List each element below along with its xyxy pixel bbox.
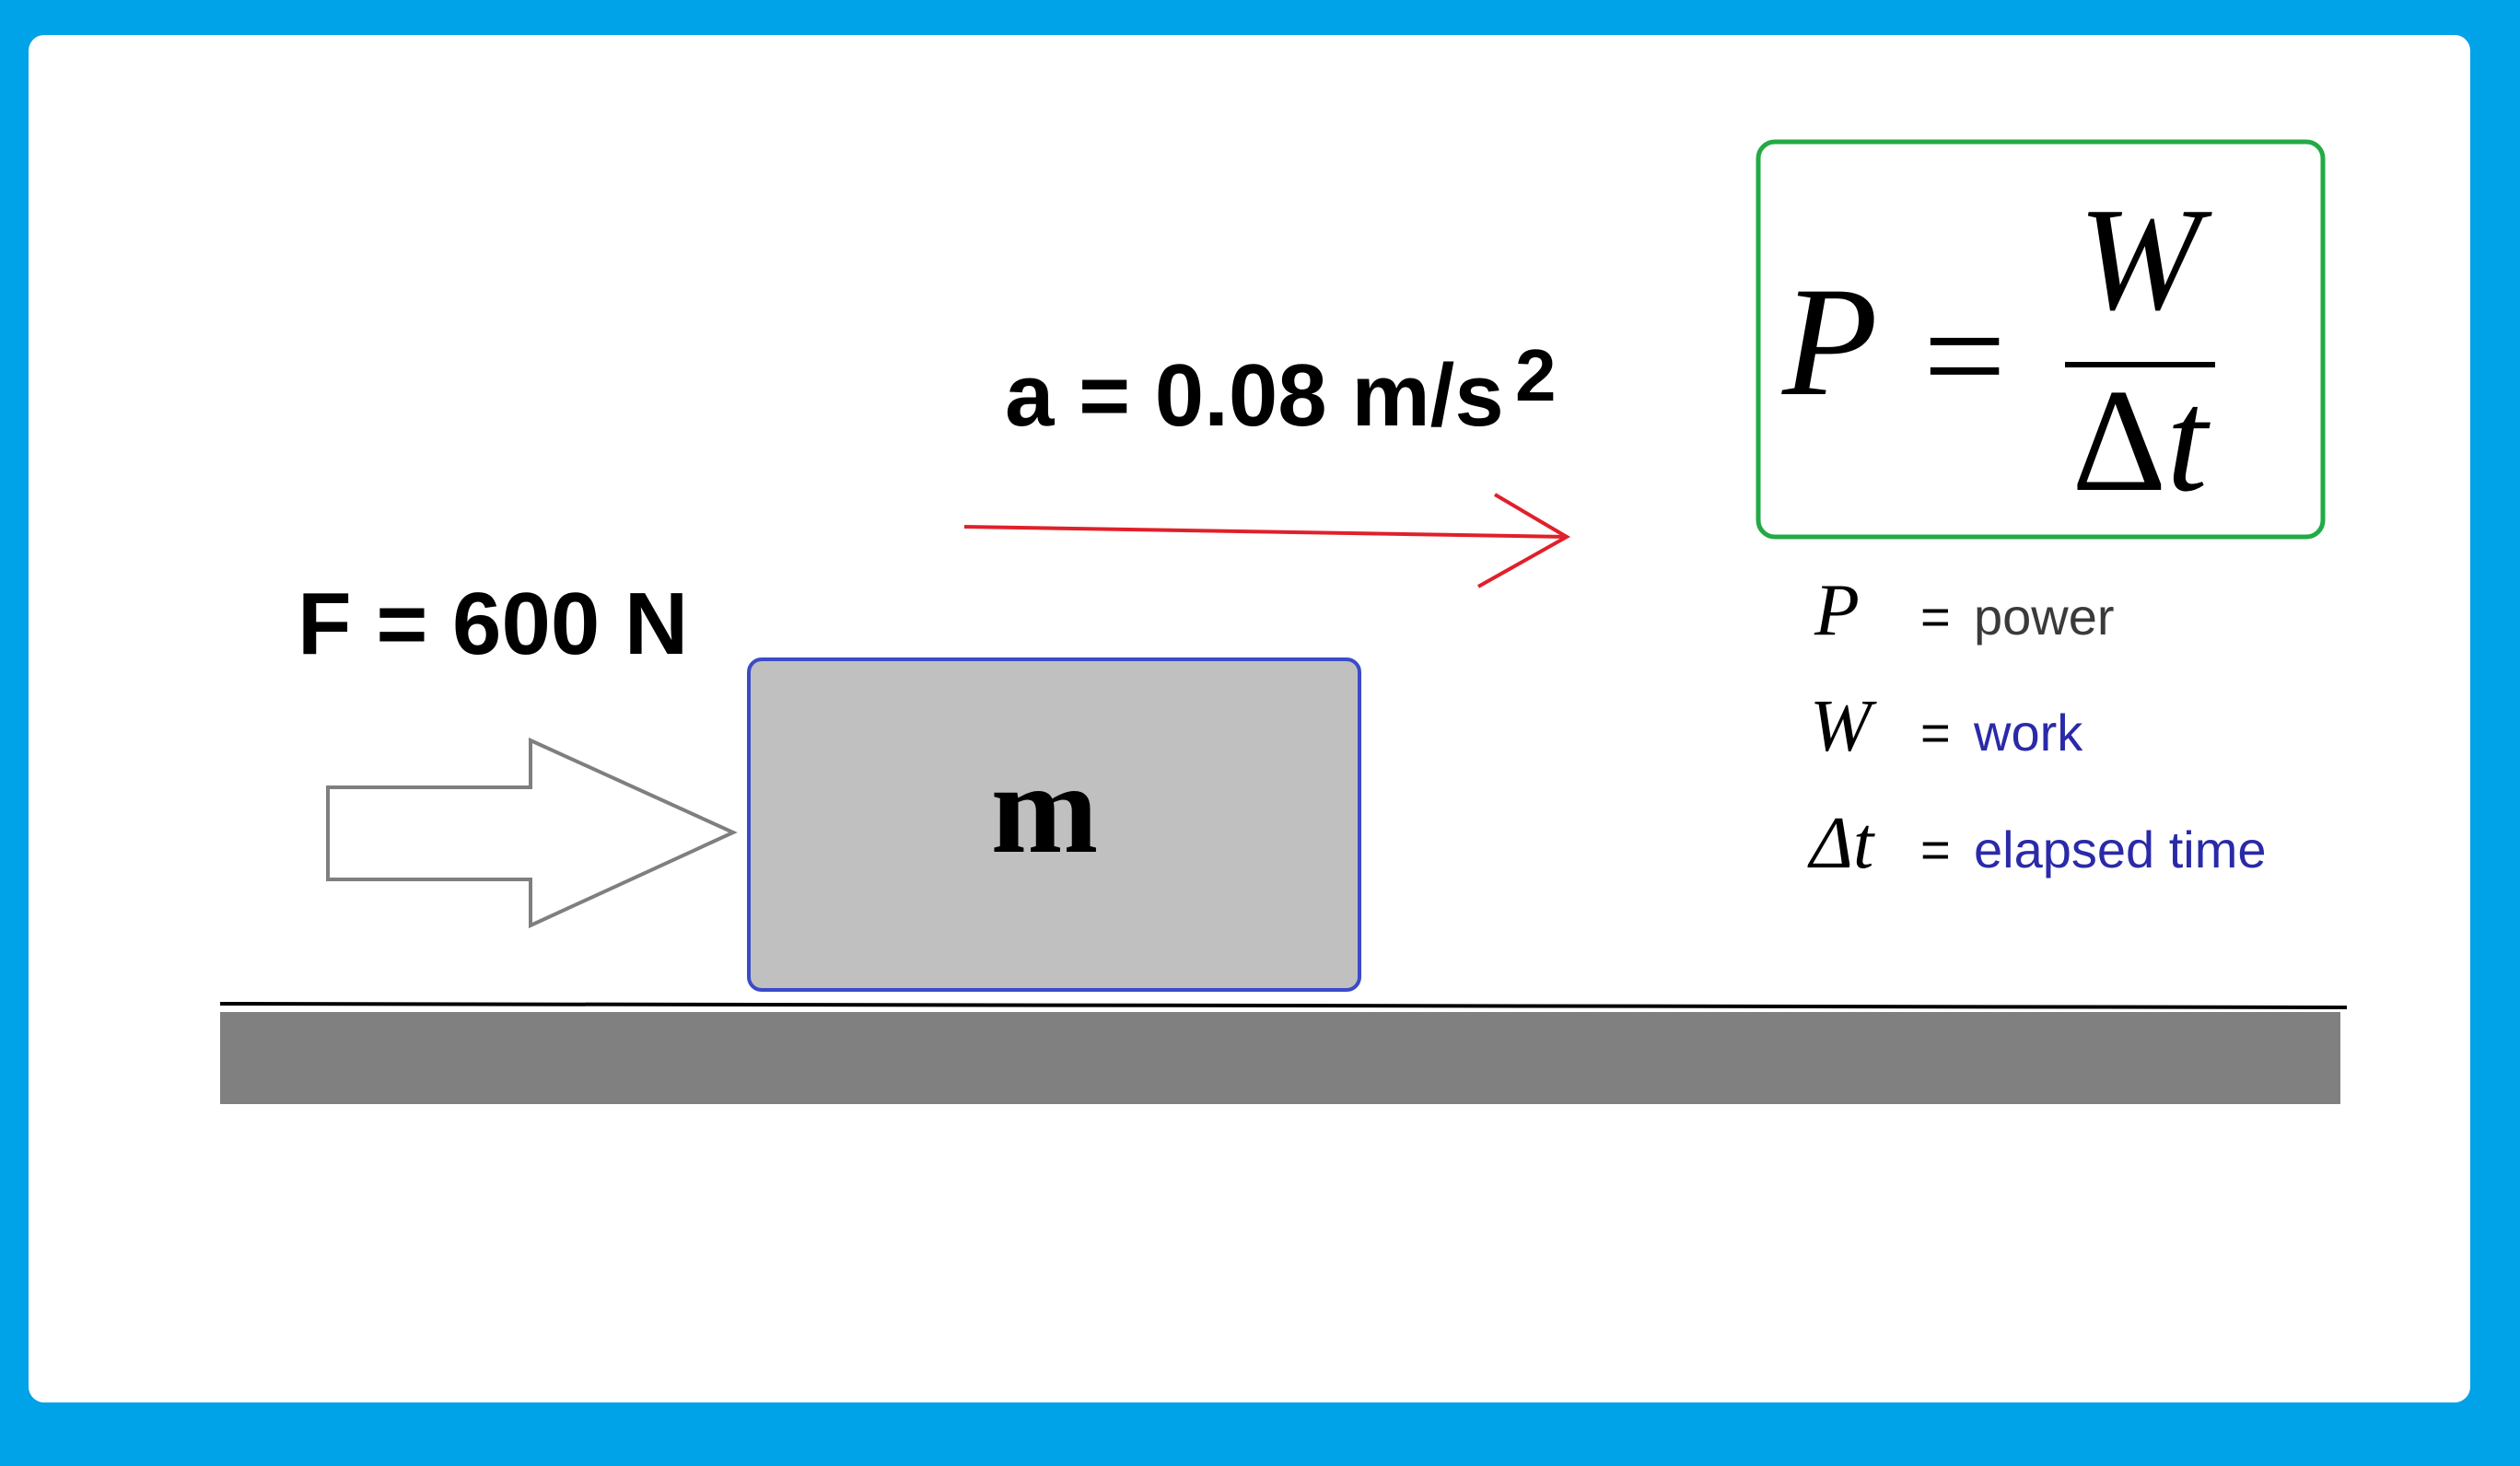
legend-equals-time: = <box>1920 820 1951 878</box>
force-label: F = 600 N <box>298 575 688 673</box>
legend-equals-power: = <box>1920 588 1951 646</box>
delta-symbol: Δ <box>2071 358 2166 522</box>
legend-symbol-work: W <box>1810 686 1877 767</box>
time-variable: t <box>2166 358 2211 522</box>
mass-box <box>747 657 1361 992</box>
ground-line <box>219 1002 2348 1009</box>
legend-meaning-time: elapsed time <box>1974 820 2267 878</box>
ground-surface <box>220 1012 2340 1104</box>
legend-meaning-work: work <box>1973 704 2083 762</box>
legend-symbol-time: Δt <box>1807 803 1875 884</box>
formula-denominator: Δt <box>2071 358 2211 522</box>
formula-box <box>1756 139 2326 540</box>
legend-symbol-power: P <box>1814 570 1860 651</box>
mass-label: m <box>991 738 1099 880</box>
legend-meaning-power: power <box>1974 588 2115 646</box>
force-arrow-icon <box>326 737 738 929</box>
formula-numerator: W <box>2078 177 2212 341</box>
acceleration-exponent: 2 <box>1515 334 1557 416</box>
formula-lhs: P <box>1781 255 1878 428</box>
acceleration-label: a = 0.08 m/s <box>1005 346 1504 445</box>
formula-equals: = <box>1923 273 2006 437</box>
acceleration-arrow-icon <box>963 493 1571 588</box>
legend-equals-work: = <box>1920 704 1951 762</box>
formula-legend: P = power W = work Δt = elapsed time <box>1807 570 2267 884</box>
